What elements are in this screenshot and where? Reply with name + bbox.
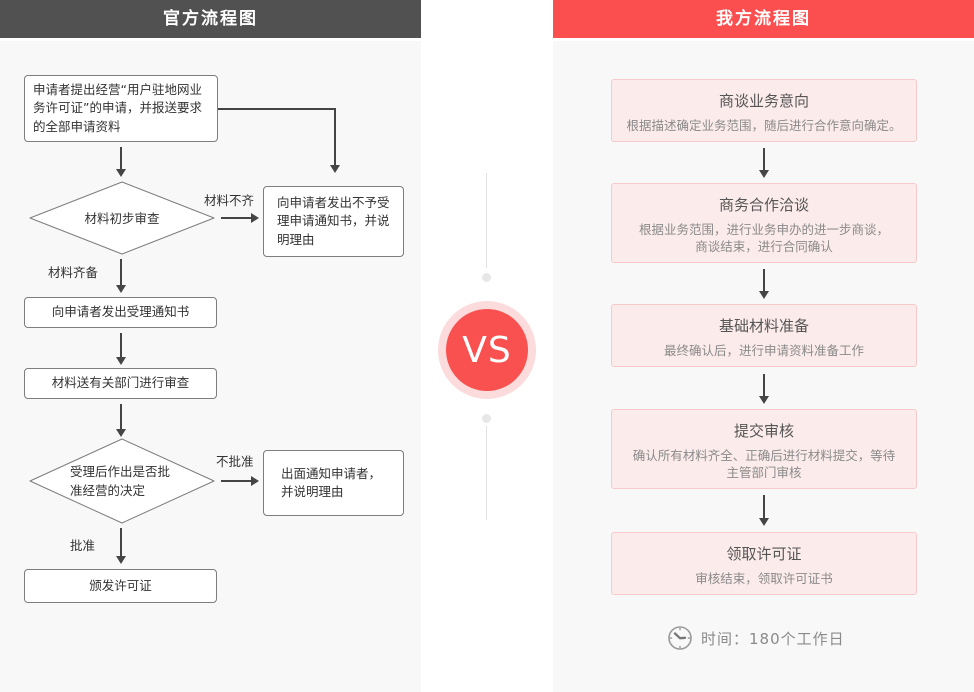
step-desc-line: 商谈结束，进行合同确认 — [695, 239, 833, 254]
vs-label: VS — [462, 329, 512, 371]
flow-box-apply: 申请者提出经营“用户驻地网业务许可证”的申请，并报送要求的全部申请资料 — [24, 75, 218, 142]
step-desc: 审核结束，领取许可证书 — [695, 571, 833, 586]
label-materials-incomplete: 材料不齐 — [204, 193, 255, 208]
official-flow-title: 官方流程图 — [0, 0, 421, 41]
step-title: 基础材料准备 — [718, 317, 809, 335]
arrow-decision-to-notify-reject — [221, 476, 259, 486]
diamond-initial-review-text: 材料初步审查 — [84, 210, 160, 226]
step-title: 商务合作洽谈 — [718, 196, 809, 214]
arrow-accept-to-dept-review — [116, 333, 126, 365]
divider-dot-bottom — [482, 414, 491, 423]
diamond-approval-decision: 受理后作出是否批准经营的决定 — [29, 438, 215, 524]
step-title: 商谈业务意向 — [718, 92, 809, 110]
diamond-approval-decision-label: 受理后作出是否批准经营的决定 — [70, 464, 171, 498]
arrow-step2-to-step3 — [759, 269, 769, 299]
divider-line-bottom — [486, 426, 487, 520]
duration-row: 时间：180个工作日 — [667, 625, 845, 651]
label-approved: 批准 — [70, 538, 96, 553]
our-flow-title: 我方流程图 — [553, 0, 974, 41]
step-desc: 根据业务范围，进行业务申办的进一步商谈， 商谈结束，进行合同确认 — [639, 221, 889, 255]
arrow-review-to-reject-notice — [221, 213, 259, 223]
diamond-approval-decision-text: 受理后作出是否批准经营的决定 — [29, 438, 215, 524]
step-box-intent-talk: 商谈业务意向 根据描述确定业务范围，随后进行合作意向确定。 — [611, 79, 917, 142]
vs-badge-inner: VS — [446, 309, 528, 391]
step-box-material-preparation: 基础材料准备 最终确认后，进行申请资料准备工作 — [611, 304, 917, 367]
step-desc: 最终确认后，进行申请资料准备工作 — [663, 343, 864, 358]
diamond-shape — [29, 438, 215, 524]
arrow-review-to-accept-notice — [116, 259, 126, 293]
step-desc: 确认所有材料齐全、正确后进行材料提交，等待 主管部门审核 — [633, 447, 896, 481]
step-desc-line: 根据业务范围，进行业务申办的进一步商谈， — [638, 222, 889, 237]
arrow-step4-to-step5 — [759, 495, 769, 526]
flow-box-apply-text: 申请者提出经营“用户驻地网业务许可证”的申请，并报送要求的全部申请资料 — [33, 81, 202, 134]
arrow-step1-to-step2 — [759, 148, 769, 178]
step-desc: 根据描述确定业务范围，随后进行合作意向确定。 — [626, 118, 902, 133]
flow-box-reject-notice-text: 向申请者发出不予受理申请通知书，并说明理由 — [277, 194, 390, 247]
flow-box-dept-review: 材料送有关部门进行审查 — [24, 368, 217, 399]
label-materials-ready: 材料齐备 — [48, 265, 99, 280]
step-box-business-negotiation: 商务合作洽谈 根据业务范围，进行业务申办的进一步商谈， 商谈结束，进行合同确认 — [611, 183, 917, 263]
connector-elbow-horizontal — [218, 108, 336, 110]
our-flow-panel: 我方流程图 商谈业务意向 根据描述确定业务范围，随后进行合作意向确定。 商务合作… — [553, 0, 974, 692]
arrow-step3-to-step4 — [759, 374, 769, 404]
divider-dot-top — [482, 273, 491, 282]
flow-box-accept-notice: 向申请者发出受理通知书 — [24, 297, 217, 328]
step-title: 领取许可证 — [726, 545, 802, 563]
duration-note: 时间：180个工作日 — [701, 629, 845, 648]
step-desc-line: 主管部门审核 — [726, 465, 802, 480]
flow-box-notify-reject-text: 出面通知申请者，并说明理由 — [281, 465, 382, 500]
step-box-submit-review: 提交审核 确认所有材料齐全、正确后进行材料提交，等待 主管部门审核 — [611, 409, 917, 489]
step-box-get-license: 领取许可证 审核结束，领取许可证书 — [611, 532, 917, 595]
vs-divider-column: VS — [421, 0, 553, 692]
arrow-decision-to-issue-license — [116, 528, 126, 564]
step-desc-line: 确认所有材料齐全、正确后进行材料提交，等待 — [632, 448, 896, 463]
divider-line-top — [486, 173, 487, 268]
step-title: 提交审核 — [733, 422, 794, 440]
clock-icon — [668, 626, 692, 650]
label-not-approved: 不批准 — [216, 454, 254, 469]
flow-box-reject-notice: 向申请者发出不予受理申请通知书，并说明理由 — [263, 186, 404, 257]
flow-box-notify-reject: 出面通知申请者，并说明理由 — [263, 450, 404, 516]
arrow-dept-review-to-decision — [116, 404, 126, 437]
official-flow-panel: 官方流程图 申请者提出经营“用户驻地网业务许可证”的申请，并报送要求的全部申请资… — [0, 0, 421, 692]
diamond-initial-review: 材料初步审查 — [29, 181, 215, 255]
diamond-shape — [29, 181, 215, 255]
arrow-apply-to-review — [116, 147, 126, 177]
vs-badge: VS — [438, 301, 536, 399]
flow-box-issue-license: 颁发许可证 — [24, 569, 217, 603]
connector-elbow-vertical-arrow — [330, 108, 340, 173]
